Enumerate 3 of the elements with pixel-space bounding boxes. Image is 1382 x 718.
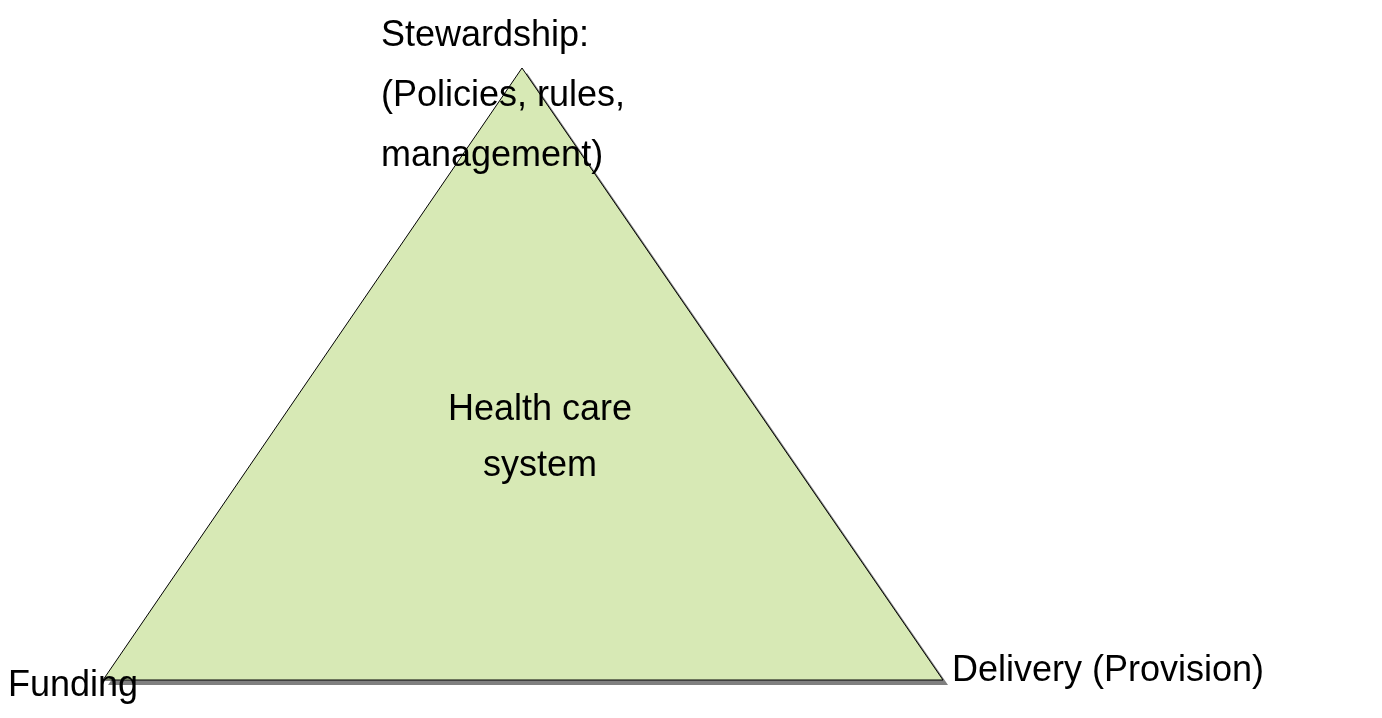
vertex-label: Funding <box>8 662 139 706</box>
vertex-label: Delivery (Provision) <box>952 647 1265 691</box>
node-label: Health care system <box>446 386 634 486</box>
